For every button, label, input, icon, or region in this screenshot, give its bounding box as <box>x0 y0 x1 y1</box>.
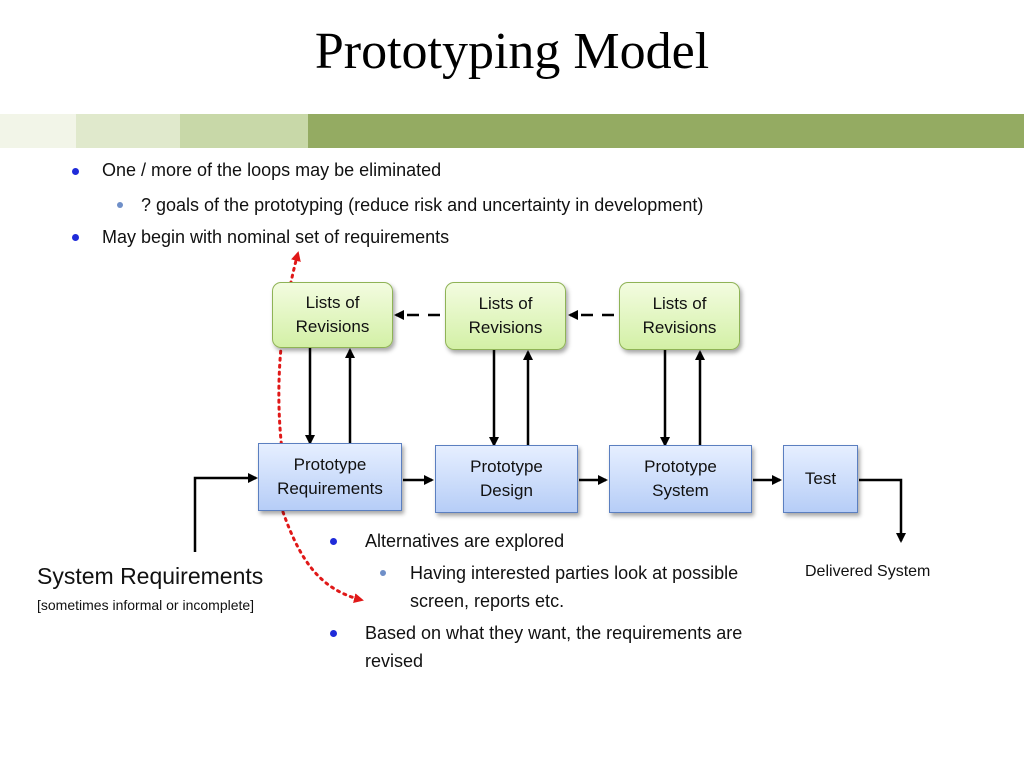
bullet-dot <box>72 168 79 175</box>
bullet-2: ? goals of the prototyping (reduce risk … <box>141 195 704 215</box>
stage-test: Test <box>783 445 858 513</box>
stage-prototype-system: Prototype System <box>609 445 752 513</box>
red-dotted-curve-down <box>281 510 364 604</box>
arrow-output <box>859 478 906 543</box>
delivered-system-label: Delivered System <box>805 563 931 580</box>
slide-title: Prototyping Model <box>314 23 710 80</box>
lower-bullet-1: Alternatives are explored <box>365 531 565 551</box>
sub-bullet-dot <box>117 202 123 208</box>
red-dotted-curve-up <box>277 251 301 460</box>
revisions-box-3: Lists of Revisions <box>619 282 740 350</box>
stage-prototype-design: Prototype Design <box>435 445 578 513</box>
band-segment-1 <box>0 114 76 148</box>
sub-bullet-dot <box>380 570 386 576</box>
bullet-dot <box>330 538 337 545</box>
band-segment-3 <box>180 114 308 148</box>
bullet-dot <box>72 234 79 241</box>
system-requirements-label: System Requirements <box>37 563 264 589</box>
band-segment-4 <box>308 114 1024 148</box>
stage-prototype-requirements: Prototype Requirements <box>258 443 402 511</box>
revisions-box-2: Lists of Revisions <box>445 282 566 350</box>
bullet-dot <box>330 630 337 637</box>
system-requirements-note: [sometimes informal or incomplete] <box>37 597 255 613</box>
lower-bullet-2: Having interested parties look at possib… <box>410 563 739 611</box>
bullet-3: May begin with nominal set of requiremen… <box>102 227 450 247</box>
band-segment-2 <box>76 114 180 148</box>
revisions-box-1: Lists of Revisions <box>272 282 393 348</box>
lower-bullet-3: Based on what they want, the requirement… <box>365 623 743 671</box>
bullet-1: One / more of the loops may be eliminate… <box>102 160 442 180</box>
arrow-input <box>193 473 258 552</box>
